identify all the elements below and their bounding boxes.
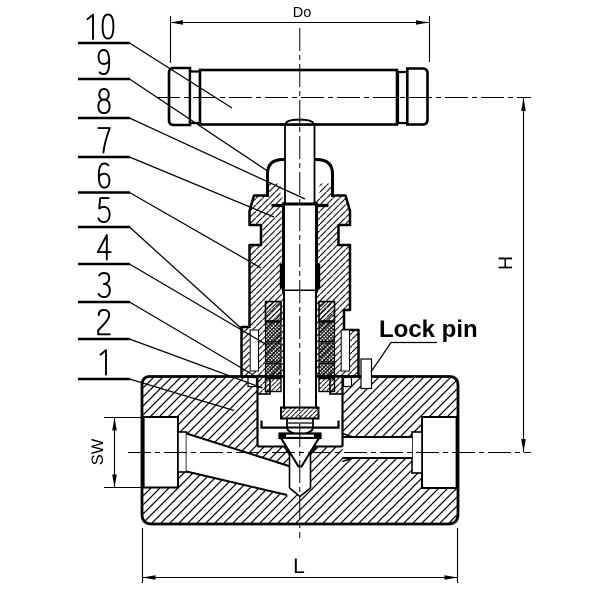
svg-text:H: H: [495, 256, 517, 270]
svg-text:Do: Do: [293, 5, 312, 21]
svg-text:Lock pin: Lock pin: [379, 316, 478, 343]
svg-text:SW: SW: [89, 438, 107, 465]
svg-text:L: L: [293, 555, 305, 578]
